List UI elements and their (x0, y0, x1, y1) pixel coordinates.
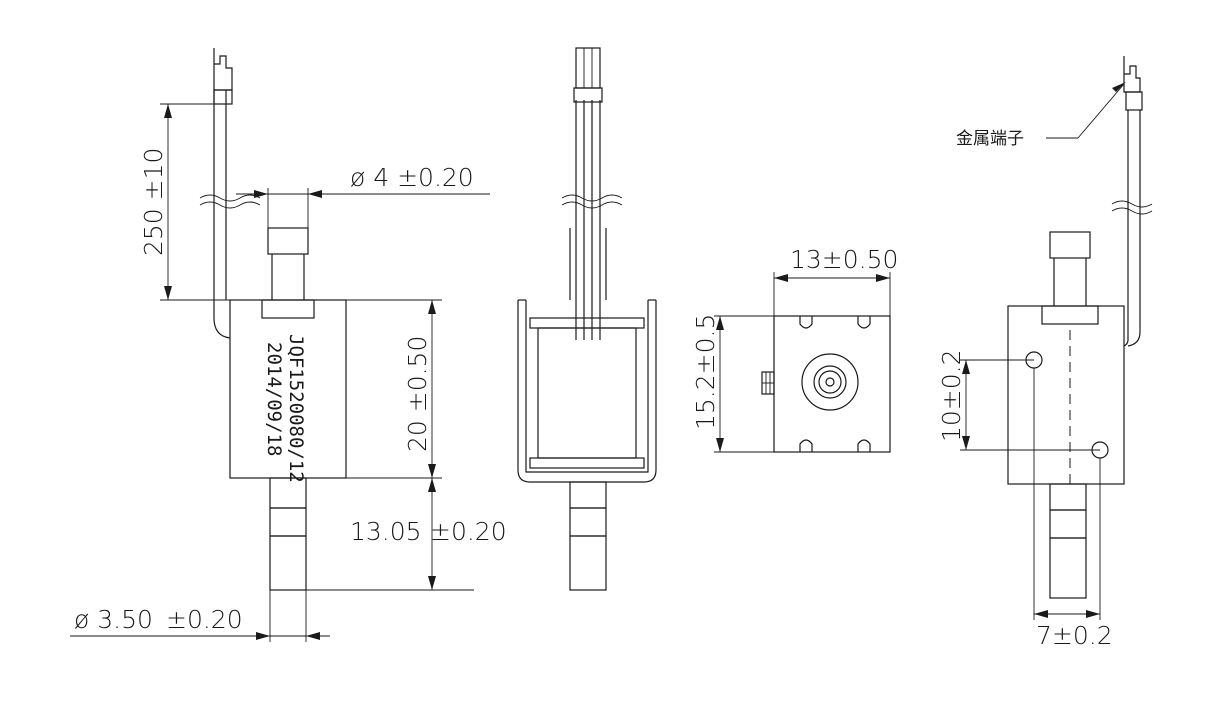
rear-view: 10±0.2 7±0.2 金属端子 (937, 56, 1153, 650)
dim-outlet-length-tol: ±0.20 (430, 517, 507, 546)
dim-outlet-diameter: ø 3.50 (74, 605, 153, 634)
dim-body-height: 20 ±0.50 (403, 336, 432, 452)
dim-inlet-diameter: ø 4 ±0.20 (350, 163, 474, 192)
part-number-label: JQF1520080/12 (285, 334, 307, 483)
dim-outlet-length: 13.05 (350, 517, 422, 546)
dim-end-height: 15.2±0.5 (691, 314, 720, 430)
date-label: 2014/09/18 (263, 342, 285, 456)
end-view: 13±0.50 15.2±0.5 (691, 245, 898, 453)
side-view (517, 47, 657, 591)
dim-end-width: 13±0.50 (790, 245, 898, 274)
metal-terminal-label: 金属端子 (956, 129, 1024, 149)
dim-hole-vertical: 10±0.2 (937, 349, 966, 442)
dim-lead-length: 250 ±10 (139, 148, 168, 256)
dim-hole-horizontal: 7±0.2 (1036, 621, 1113, 650)
front-view: 250 ±10 ø 4 ±0.20 20 ±0.50 13.05 ±0.20 ø… (70, 48, 507, 642)
dim-outlet-diameter-tol: ±0.20 (166, 605, 243, 634)
